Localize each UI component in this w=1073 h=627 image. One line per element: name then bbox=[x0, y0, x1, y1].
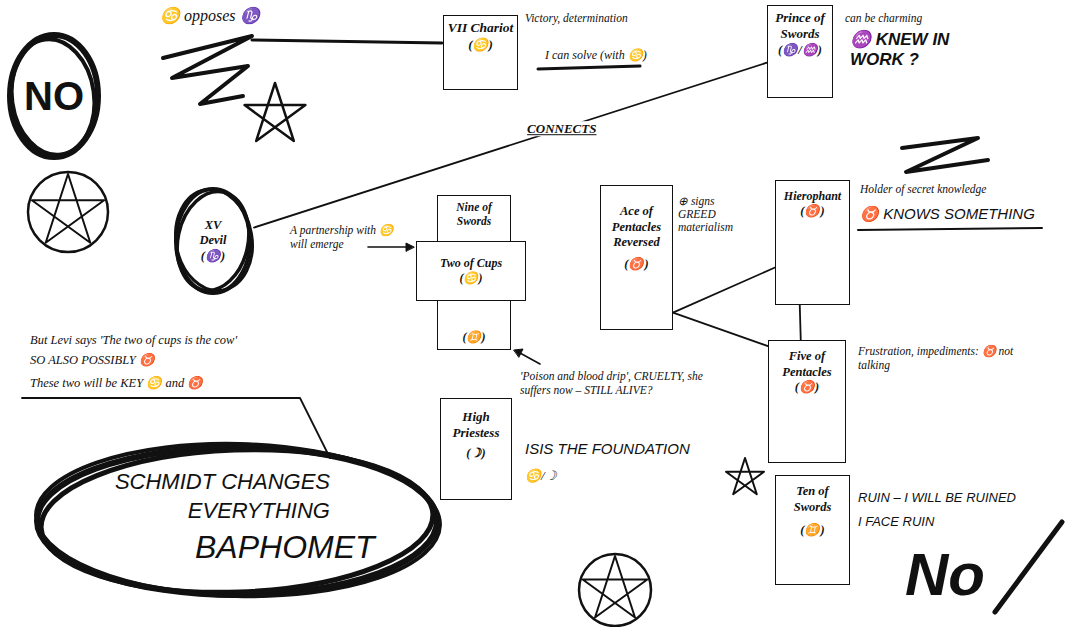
note-text: These two will be KEY ♋ and ♉ bbox=[30, 376, 203, 391]
card-text: Ten of Swords bbox=[779, 484, 846, 515]
card-text: Prince of Swords bbox=[771, 10, 829, 43]
note-text: But Levi says 'The two of cups is the co… bbox=[30, 333, 237, 348]
card-text: Ace of Pentacles Reversed bbox=[604, 204, 669, 251]
card-text: (♊) bbox=[779, 523, 846, 539]
zigzag-scribble bbox=[163, 36, 252, 104]
card-text: Hierophant bbox=[779, 189, 846, 204]
card-text: XV Devil bbox=[190, 218, 236, 249]
card-text: (♋) bbox=[460, 271, 483, 286]
note-text: SO ALSO POSSIBLY ♉ bbox=[30, 353, 155, 368]
tarot-card: Prince of Swords(♑/♒) bbox=[767, 5, 833, 98]
card-text: (☽) bbox=[444, 446, 508, 462]
pentagram bbox=[32, 174, 104, 243]
note-text: ♒ KNEW IN WORK ? bbox=[850, 30, 975, 69]
pentagram bbox=[583, 556, 648, 618]
card-text: Five of Pentacles bbox=[772, 349, 842, 380]
scribble-ellipse: SCHMIDT CHANGES EVERYTHINGBAPHOMET bbox=[30, 440, 444, 602]
card-text: High Priestess bbox=[444, 409, 508, 442]
card-text: (♊) bbox=[441, 330, 507, 345]
z-scribble bbox=[902, 138, 988, 172]
underline bbox=[538, 66, 640, 69]
pentacle-circle bbox=[579, 554, 651, 626]
note-text: ♋ opposes ♑ bbox=[160, 6, 260, 25]
scribble-ring bbox=[4, 34, 101, 160]
note-text: ♋/☽ bbox=[525, 468, 557, 484]
card-text: SCHMIDT CHANGES EVERYTHING bbox=[70, 468, 330, 525]
note-text: 'Poison and blood drip', CRUELTY, she su… bbox=[520, 370, 720, 398]
pentagram bbox=[245, 83, 306, 141]
note-text: ♉ KNOWS SOMETHING bbox=[860, 205, 1035, 223]
note-text: Holder of secret knowledge bbox=[860, 183, 986, 197]
note-text: Frustration, impediments: ♉ not talking bbox=[858, 345, 1023, 373]
tarot-card: Ten of Swords (♊) bbox=[775, 475, 850, 585]
connector bbox=[673, 313, 768, 347]
pentagram bbox=[726, 458, 764, 494]
arrow-head bbox=[514, 349, 523, 357]
pointer-arrow bbox=[368, 246, 408, 248]
note-text: ⊕ signs GREED materialism bbox=[678, 195, 740, 235]
note-text: I can solve (with ♋) bbox=[545, 48, 647, 62]
connector-label: CONNECTS bbox=[525, 121, 598, 137]
card-text: VII Chariot bbox=[447, 20, 514, 37]
tarot-card: Hierophant(♉) bbox=[775, 180, 850, 305]
connector bbox=[673, 268, 775, 313]
scribble-circle: NO bbox=[6, 30, 102, 162]
card-text: (♉) bbox=[604, 257, 669, 273]
note-text: ISIS THE FOUNDATION bbox=[525, 440, 690, 458]
tarot-card: VII Chariot(♋) bbox=[443, 15, 518, 90]
note-text: A partnership with ♋ will emerge bbox=[290, 224, 400, 252]
tarot-card: High Priestess (☽) bbox=[440, 398, 512, 500]
arrow-head bbox=[406, 243, 414, 251]
card-text: (♋) bbox=[447, 37, 514, 53]
card-text: (♉) bbox=[772, 380, 842, 396]
scribble-ring bbox=[34, 439, 442, 602]
tarot-card: Ace of Pentacles Reversed (♉) bbox=[600, 185, 673, 330]
note-text: Victory, determination bbox=[525, 12, 628, 26]
note-text: can be charming bbox=[845, 12, 922, 26]
card-text: (♑/♒) bbox=[771, 43, 829, 59]
note-text: No bbox=[905, 545, 985, 605]
tarot-card: Five of Pentacles(♉) bbox=[768, 340, 846, 463]
scribble-ring bbox=[168, 185, 257, 297]
card-text: (♉) bbox=[779, 204, 846, 220]
leader-line bbox=[252, 40, 442, 43]
scribble-ring bbox=[168, 183, 261, 297]
card-text: Two of Cups bbox=[440, 256, 502, 271]
pointer-arrow bbox=[520, 353, 540, 364]
check-stroke bbox=[995, 522, 1062, 612]
card-text: (♑) bbox=[201, 249, 225, 265]
note-text: I FACE RUIN bbox=[858, 514, 934, 530]
card-text: BAPHOMET bbox=[195, 528, 375, 566]
card-text: NO bbox=[24, 76, 84, 116]
note-text: RUIN – I WILL BE RUINED bbox=[858, 490, 1016, 506]
underline bbox=[858, 228, 1042, 230]
tarot-card: Nine of Swords (♊) Two of Cups(♋) bbox=[437, 195, 511, 350]
card-text: Nine of Swords bbox=[441, 200, 507, 229]
tarot-card: Two of Cups(♋) bbox=[416, 241, 526, 301]
connector bbox=[800, 305, 801, 340]
pentacle-circle bbox=[28, 172, 108, 252]
circled-card: XV Devil(♑) bbox=[172, 185, 254, 297]
